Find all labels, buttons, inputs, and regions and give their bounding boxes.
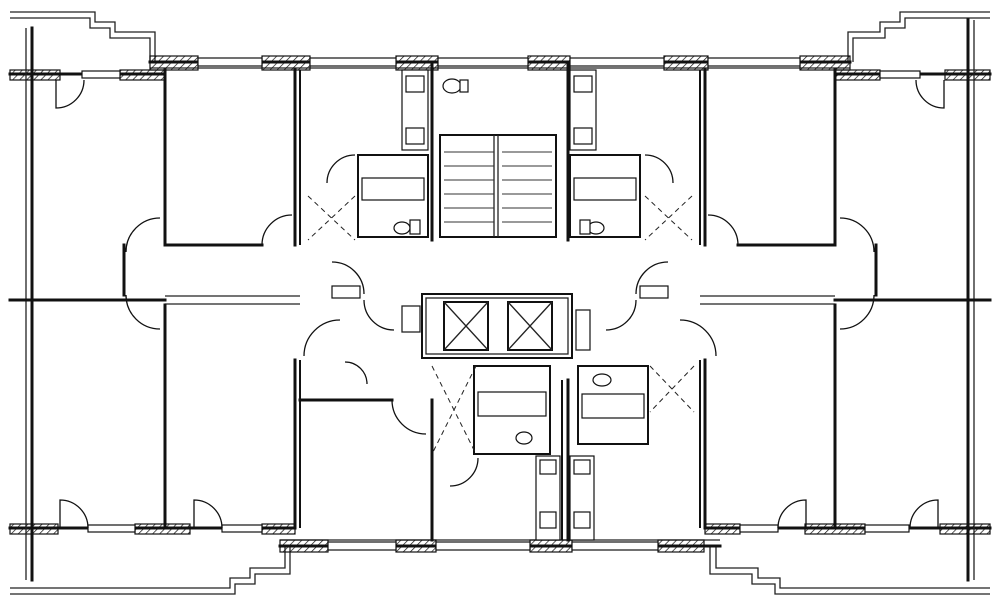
elevator-car-left [443, 301, 489, 351]
fixtures [331, 69, 669, 541]
door-swings [55, 79, 945, 529]
bottom-facade [8, 523, 992, 553]
elevator-shafts [401, 293, 591, 359]
interior-walls [122, 60, 878, 542]
elevator-car-right [507, 301, 553, 351]
end-walls [8, 18, 992, 582]
dashed-diagonals [307, 195, 695, 455]
balcony-outlines [10, 11, 990, 595]
staircase [439, 134, 557, 238]
top-facade [8, 55, 992, 81]
